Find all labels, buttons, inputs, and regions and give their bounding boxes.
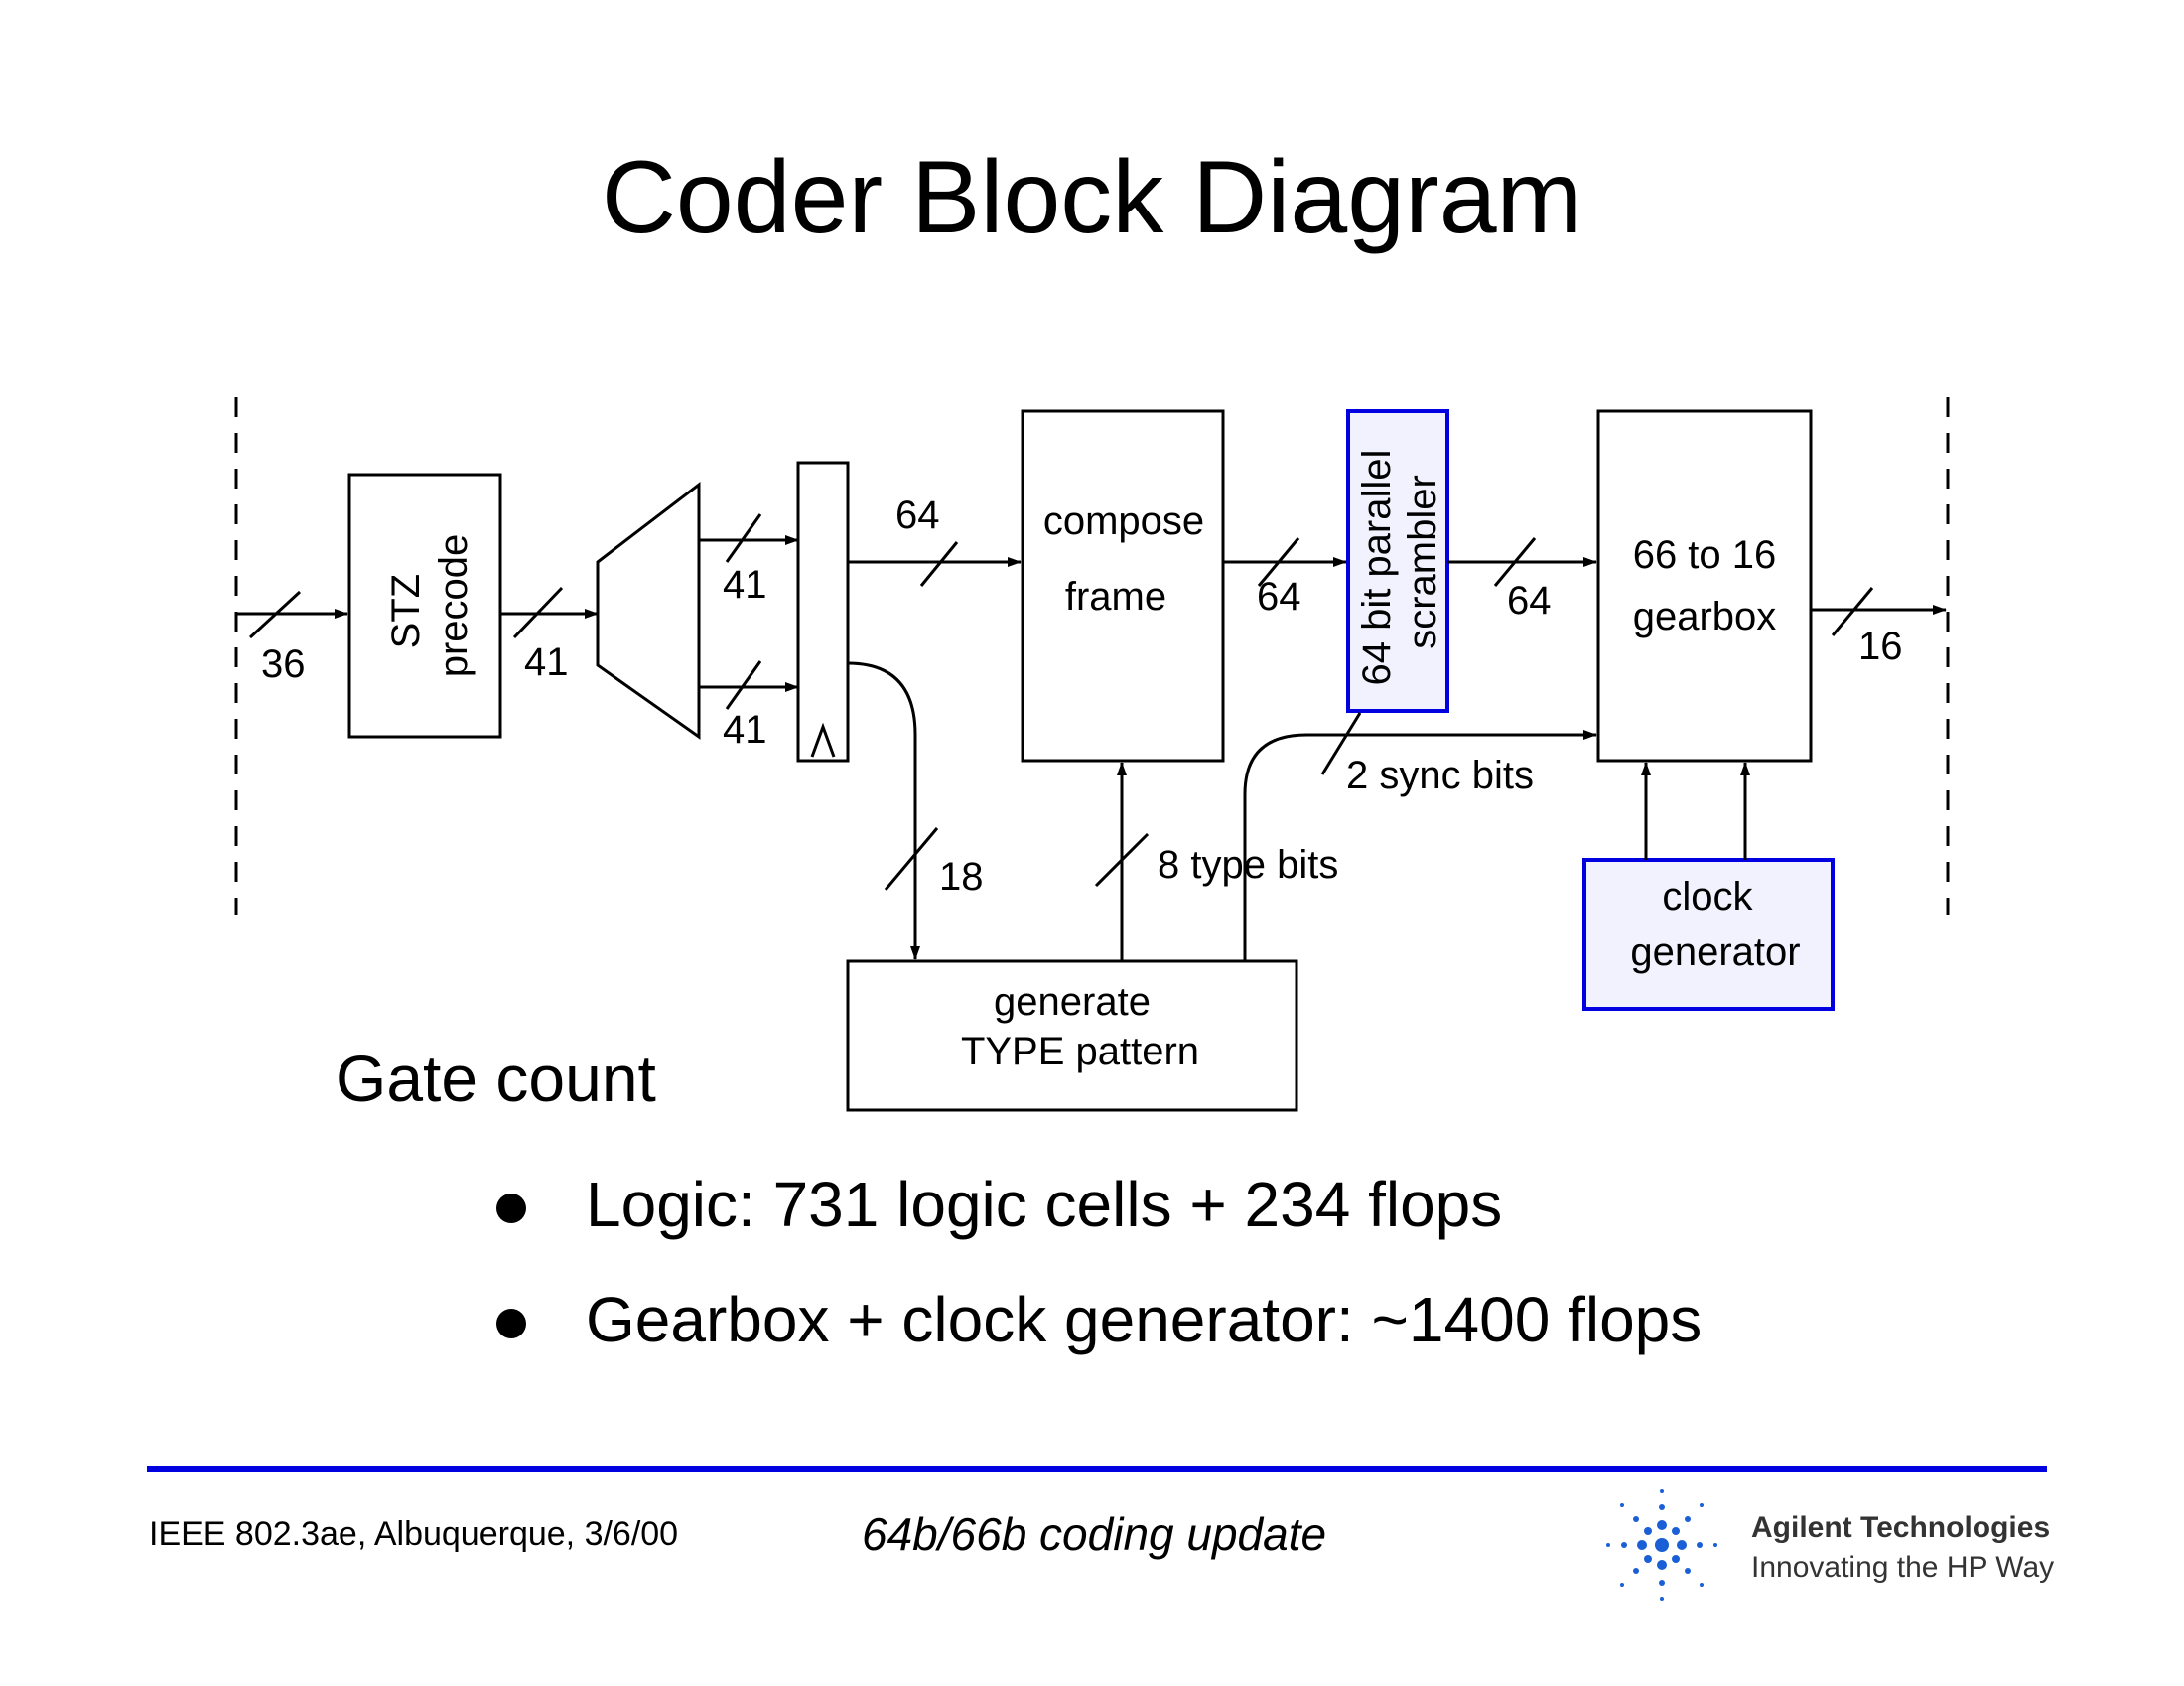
reg-to-generate-arrow	[847, 661, 920, 960]
output-slash	[1831, 587, 1874, 636]
to-generate-width-label: 18	[939, 855, 984, 899]
generate-label: generate	[994, 980, 1151, 1024]
bullet-icon	[496, 1309, 526, 1338]
logo-company-name: Agilent Technologies	[1751, 1511, 2051, 1544]
stz-label: STZ	[384, 574, 428, 649]
reg-to-compose-slash	[919, 541, 959, 587]
sync-bits-arrow	[1243, 730, 1597, 961]
reg-to-compose-width-label: 64	[895, 493, 940, 537]
type-pattern-label: TYPE pattern	[961, 1030, 1199, 1073]
gearbox-label-1: 66 to 16	[1633, 533, 1777, 577]
mux-top-slash	[725, 513, 762, 563]
stz-out-slash	[512, 586, 564, 639]
clock-generator-block	[1582, 858, 1835, 1011]
type-bits-label: 8 type bits	[1158, 843, 1338, 887]
clock-triangle-icon	[810, 722, 836, 758]
type-bits-slash	[1094, 832, 1150, 888]
scrambler-block	[1346, 409, 1449, 713]
slide-title: Coder Block Diagram	[601, 140, 1583, 255]
scrambler-label: 64 bit parallel scrambler	[1355, 438, 1444, 685]
scrambler-line-2: scrambler	[1401, 475, 1444, 649]
scrambler-line-1: 64 bit parallel	[1355, 450, 1399, 686]
sync-bits-slash	[1320, 712, 1362, 775]
gearbox-block	[1596, 409, 1813, 763]
precode-label: precode	[432, 534, 476, 678]
bullet-icon	[496, 1194, 526, 1223]
sync-bits-label: 2 sync bits	[1346, 754, 1534, 797]
to-generate-slash	[884, 827, 939, 891]
output-width-label: 16	[1858, 625, 1903, 668]
stz-precode-block	[347, 473, 502, 739]
clock-label: clock	[1662, 875, 1753, 918]
mux-bottom-slash	[725, 660, 762, 710]
mux-top-width-label: 41	[723, 563, 767, 607]
compose-to-scrambler-width-label: 64	[1257, 575, 1301, 619]
scrambler-to-gearbox-width-label: 64	[1507, 579, 1552, 623]
footer-event: IEEE 802.3ae, Albuquerque, 3/6/00	[149, 1515, 679, 1553]
input-width-label: 36	[261, 642, 306, 686]
demux-shape	[596, 481, 701, 740]
gate-count-heading: Gate count	[336, 1042, 656, 1115]
agilent-spark-logo-icon	[1606, 1489, 1717, 1601]
compose-frame-block	[1021, 409, 1225, 763]
frame-label: frame	[1065, 575, 1166, 619]
gate-count-item-text: Logic: 731 logic cells + 234 flops	[586, 1169, 1503, 1240]
gate-count-item-text: Gearbox + clock generator: ~1400 flops	[586, 1284, 1703, 1355]
compose-to-scrambler-slash	[1257, 537, 1300, 587]
gearbox-label-2: gearbox	[1633, 595, 1777, 638]
stz-out-width-label: 41	[524, 640, 569, 684]
mux-bottom-width-label: 41	[723, 708, 767, 752]
scrambler-to-gearbox-slash	[1493, 537, 1537, 587]
generate-type-block	[846, 959, 1298, 1112]
generator-label: generator	[1630, 930, 1800, 974]
input-slash	[248, 590, 302, 639]
compose-label: compose	[1043, 499, 1204, 543]
footer-topic: 64b/66b coding update	[862, 1508, 1327, 1560]
logo-tagline: Innovating the HP Way	[1751, 1551, 2055, 1584]
stz-precode-label: STZ precode	[384, 534, 476, 678]
register-block	[796, 461, 850, 763]
footer-rule	[147, 1466, 2047, 1472]
